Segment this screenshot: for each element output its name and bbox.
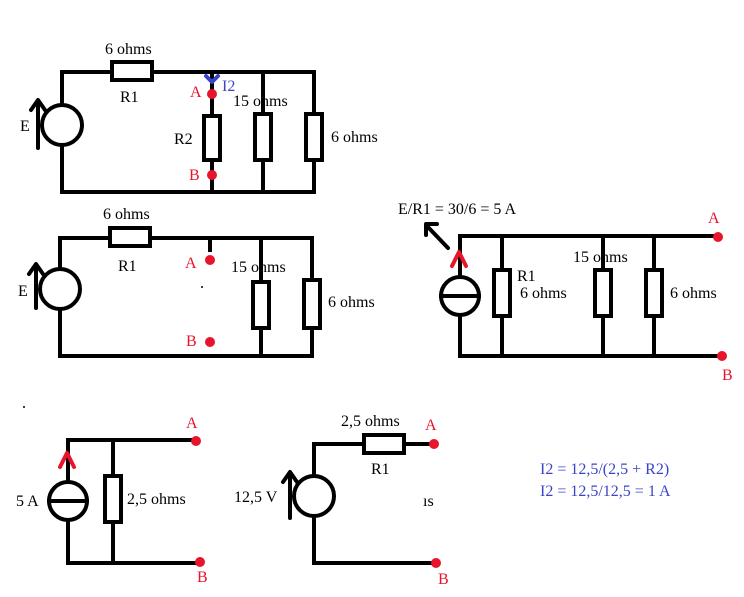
c5-source-value: 12,5 V <box>234 489 278 506</box>
circuit-1: 6 ohms R1 E A I2 15 ohms R2 6 ohms B <box>20 41 378 194</box>
c4-current-direction-icon <box>58 451 76 469</box>
c3-6ohm-resistor <box>644 268 664 318</box>
c2-r-right-value: 6 ohms <box>328 294 375 311</box>
c2-node-a-label: A <box>185 255 197 272</box>
c5-wires <box>312 442 438 565</box>
stray-dot-1 <box>201 286 203 288</box>
c2-source-label: E <box>18 283 28 300</box>
c1-r1-value: 6 ohms <box>105 41 152 58</box>
c5-node-a-dot <box>429 439 439 449</box>
c3-r1-resistor <box>492 268 512 318</box>
c2-node-a-dot <box>205 255 215 265</box>
c3-callout-arrow-icon <box>424 222 450 250</box>
c2-r1-resistor <box>108 226 152 248</box>
c3-node-a-dot <box>713 232 723 242</box>
c2-voltage-source <box>38 267 82 311</box>
c1-source-arrow-icon <box>29 98 47 150</box>
c1-current-arrow-icon <box>204 74 220 84</box>
c5-node-a-label: A <box>425 417 437 434</box>
stray-dot-2 <box>23 406 25 408</box>
c1-r2-resistor <box>202 114 222 162</box>
c2-r-mid-value: 15 ohms <box>231 259 286 276</box>
c1-node-b-label: B <box>189 167 200 184</box>
c2-r1-value: 6 ohms <box>103 206 150 223</box>
c3-r1-name: R1 <box>517 268 536 285</box>
c3-node-b-dot <box>717 351 727 361</box>
c3-r1-value: 6 ohms <box>520 285 567 302</box>
c2-15ohm-resistor <box>251 280 271 330</box>
c2-node-b-label: B <box>186 333 197 350</box>
c3-node-b-label: B <box>722 367 733 384</box>
circuit-3: E/R1 = 30/6 = 5 A A R1 6 ohms 15 ohms 6 … <box>398 201 733 384</box>
c5-r1-name: R1 <box>371 461 390 478</box>
c2-6ohm-resistor <box>302 278 322 330</box>
c5-node-b-dot <box>431 558 441 568</box>
c4-wires <box>66 438 202 565</box>
c4-r-value: 2,5 ohms <box>127 491 186 508</box>
circuit-5: 2,5 ohms A R1 12,5 V ıs B <box>234 413 449 588</box>
c5-text-fragment: ıs <box>423 493 434 510</box>
c1-r1-resistor <box>110 60 154 82</box>
c3-15ohm-resistor <box>593 268 613 318</box>
c4-node-a-dot <box>191 436 201 446</box>
c4-node-b-dot <box>195 557 205 567</box>
c3-r-right-value: 6 ohms <box>670 285 717 302</box>
c1-node-a-dot <box>207 89 217 99</box>
c1-r1-name: R1 <box>120 89 139 106</box>
c5-r1-resistor <box>362 433 406 455</box>
c3-current-direction-icon <box>450 250 468 268</box>
c1-15ohm-resistor <box>253 112 273 162</box>
equation-line-1: I2 = 12,5/(2,5 + R2) <box>540 461 669 478</box>
c1-6ohm-resistor <box>304 112 324 162</box>
c3-node-a-label: A <box>708 210 720 227</box>
c3-r-mid-value: 15 ohms <box>573 249 628 266</box>
c1-voltage-source <box>40 103 84 147</box>
c4-resistor <box>103 474 123 524</box>
c2-source-arrow-icon <box>27 262 45 310</box>
circuit-4: A 5 A 2,5 ohms B <box>16 415 208 586</box>
c2-wires <box>58 236 314 358</box>
c2-node-b-dot <box>205 337 215 347</box>
equation-line-2: I2 = 12,5/12,5 = 1 A <box>540 483 671 500</box>
c1-source-label: E <box>20 118 30 135</box>
c5-r1-value: 2,5 ohms <box>341 413 400 430</box>
equations-block: I2 = 12,5/(2,5 + R2) I2 = 12,5/12,5 = 1 … <box>540 461 671 500</box>
circuit-2: 6 ohms R1 E A 15 ohms 6 ohms B <box>18 206 375 358</box>
c1-r-mid-value: 15 ohms <box>233 93 288 110</box>
c5-voltage-source <box>292 474 336 518</box>
c1-current-label: I2 <box>222 78 235 95</box>
c2-r1-name: R1 <box>118 258 137 275</box>
c4-source-value: 5 A <box>16 493 39 510</box>
c5-node-b-label: B <box>438 571 449 588</box>
c1-r2-name: R2 <box>174 131 193 148</box>
c1-r-right-value: 6 ohms <box>331 129 378 146</box>
c1-node-b-dot <box>207 170 217 180</box>
c4-node-b-label: B <box>197 569 208 586</box>
c4-node-a-label: A <box>186 415 198 432</box>
c1-node-a-label: A <box>190 84 202 101</box>
c5-source-arrow-icon <box>281 470 299 520</box>
c3-equation: E/R1 = 30/6 = 5 A <box>398 201 517 218</box>
